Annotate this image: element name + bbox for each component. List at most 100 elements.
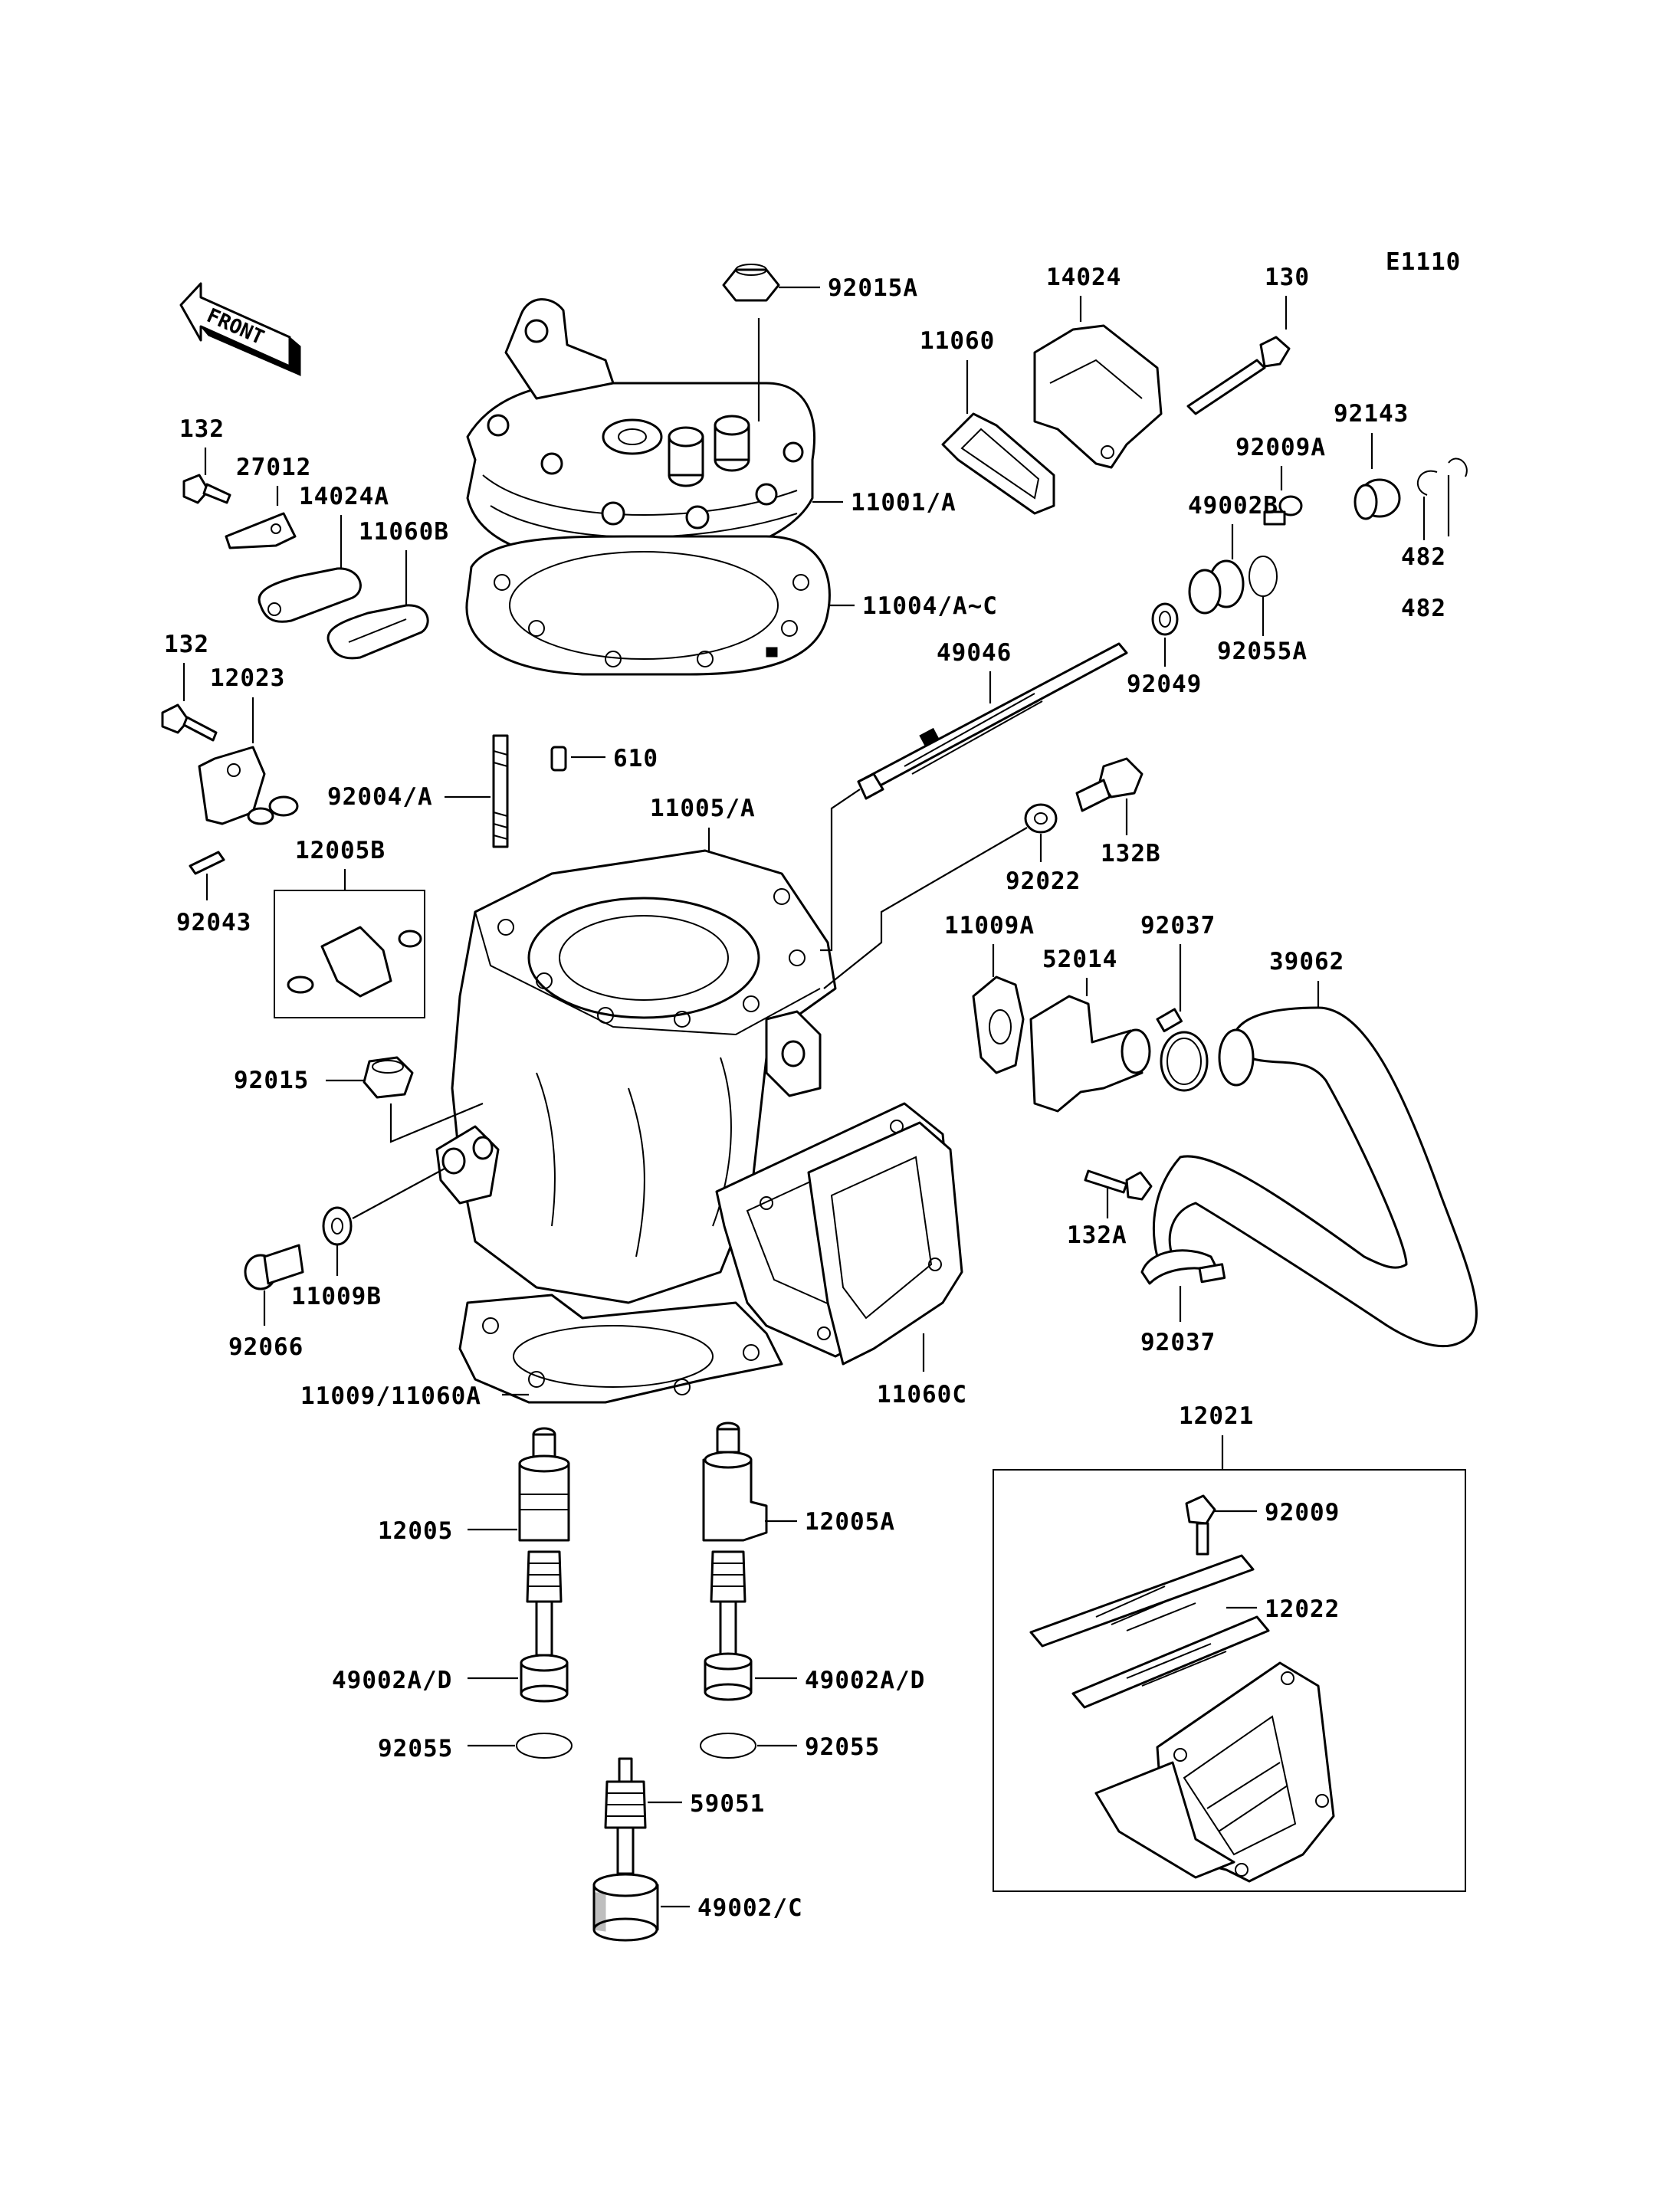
- label-12023: 12023: [210, 664, 285, 692]
- bolt-132-mid: [161, 703, 218, 742]
- label-92055A: 92055A: [1217, 638, 1308, 665]
- label-11001A: 11001/A: [851, 489, 956, 516]
- label-92143: 92143: [1334, 400, 1409, 428]
- oring-92055-right: [700, 1733, 756, 1759]
- label-52014: 52014: [1042, 946, 1117, 973]
- label-92066: 92066: [228, 1333, 304, 1361]
- nut-92015A: [722, 264, 780, 302]
- label-11060B: 11060B: [359, 518, 449, 546]
- label-92004A: 92004/A: [327, 783, 433, 811]
- plate-14024A: [258, 567, 362, 623]
- fitting-52014: [1029, 995, 1151, 1113]
- bolt-92066: [244, 1244, 304, 1290]
- nut-92015: [363, 1056, 414, 1099]
- label-92049: 92049: [1127, 671, 1202, 698]
- label-610: 610: [613, 745, 658, 772]
- screw-92009A: [1263, 495, 1303, 526]
- label-132-mid: 132: [164, 631, 209, 658]
- label-92055-right: 92055: [805, 1733, 880, 1761]
- label-482-b: 482: [1401, 543, 1446, 571]
- label-11009-11060A: 11009/11060A: [300, 1382, 481, 1410]
- reed-block: [1094, 1661, 1335, 1883]
- label-132A: 132A: [1067, 1221, 1127, 1249]
- label-92015A: 92015A: [828, 274, 918, 302]
- clip-482-a: [1416, 470, 1438, 496]
- label-49002AD-left: 49002A/D: [332, 1667, 452, 1694]
- bolt-130: [1186, 336, 1291, 415]
- label-130: 130: [1265, 264, 1310, 291]
- label-12021: 12021: [1179, 1402, 1254, 1430]
- gasket-11060: [941, 412, 1055, 515]
- bracket-27012: [225, 512, 297, 549]
- cylinder-head: [466, 298, 815, 561]
- pin-92043: [189, 851, 225, 875]
- valve-12005: [518, 1427, 570, 1657]
- label-11009B: 11009B: [291, 1283, 382, 1310]
- gear-59051: [604, 1757, 647, 1875]
- head-gasket: [465, 535, 831, 676]
- label-11060C: 11060C: [877, 1381, 967, 1408]
- label-92022: 92022: [1006, 867, 1081, 895]
- bushing-49002B: [1188, 559, 1245, 615]
- clamp-92037-bot: [1140, 1249, 1226, 1285]
- front-arrow-icon: FRONT: [179, 282, 301, 377]
- label-132B: 132B: [1101, 840, 1161, 867]
- label-49002AD-right: 49002A/D: [805, 1667, 925, 1694]
- collar-49002C: [592, 1873, 659, 1942]
- label-39062: 39062: [1269, 948, 1344, 976]
- washer-92022: [1024, 803, 1058, 834]
- valve-12005B: [287, 926, 422, 998]
- dowel-610: [550, 746, 567, 772]
- oring-92055A: [1249, 556, 1278, 597]
- clamp-92037-top: [1156, 1008, 1209, 1092]
- label-49002B: 49002B: [1188, 492, 1278, 520]
- label-49002C: 49002/C: [697, 1894, 803, 1922]
- label-11060: 11060: [920, 327, 995, 355]
- stopper-12022: [1029, 1554, 1270, 1709]
- collar-49002AD-left: [520, 1654, 569, 1703]
- label-12005A: 12005A: [805, 1508, 895, 1536]
- gasket-11060B: [326, 604, 429, 660]
- collar-92143: [1354, 478, 1401, 520]
- label-92037-bot: 92037: [1140, 1329, 1216, 1356]
- hose-39062: [1152, 1006, 1478, 1348]
- label-14024: 14024: [1046, 264, 1121, 291]
- screw-92009: [1185, 1494, 1216, 1556]
- label-59051: 59051: [690, 1790, 765, 1818]
- label-92043: 92043: [176, 909, 251, 936]
- label-11004: 11004/A~C: [862, 592, 998, 620]
- label-11005A: 11005/A: [650, 795, 756, 822]
- oring-92055-left: [516, 1733, 573, 1759]
- gasket-11009A: [972, 976, 1025, 1074]
- stud-92004A: [492, 734, 509, 848]
- valve-12005A: [702, 1421, 768, 1661]
- label-14024A: 14024A: [299, 483, 389, 510]
- label-12005B: 12005B: [295, 837, 386, 864]
- diagram-code: E1110: [1386, 248, 1461, 276]
- label-92015: 92015: [234, 1067, 309, 1094]
- clip-482-b: [1448, 457, 1468, 477]
- gasket-11060C: [715, 1102, 963, 1366]
- bolt-132B: [1075, 757, 1144, 812]
- label-12005: 12005: [378, 1517, 453, 1545]
- washer-11009B: [322, 1206, 353, 1246]
- collar-49002AD-right: [704, 1652, 753, 1701]
- box-12021: [993, 1469, 1466, 1892]
- label-12022: 12022: [1265, 1595, 1340, 1623]
- label-11009A: 11009A: [944, 912, 1035, 939]
- cover-14024: [1033, 324, 1163, 469]
- label-92009: 92009: [1265, 1499, 1340, 1526]
- base-gasket: [458, 1294, 783, 1404]
- label-92037-top: 92037: [1140, 912, 1216, 939]
- box-12005B: [274, 890, 425, 1018]
- label-92009A: 92009A: [1235, 434, 1326, 461]
- bracket-12023: [198, 746, 299, 825]
- label-49046: 49046: [937, 639, 1012, 667]
- seal-92049: [1151, 602, 1179, 636]
- label-482-a-visible: 482: [1401, 595, 1446, 622]
- label-132-top: 132: [179, 415, 225, 443]
- label-27012: 27012: [236, 454, 311, 481]
- bolt-132-top: [182, 474, 231, 504]
- rack-49046: [857, 642, 1128, 800]
